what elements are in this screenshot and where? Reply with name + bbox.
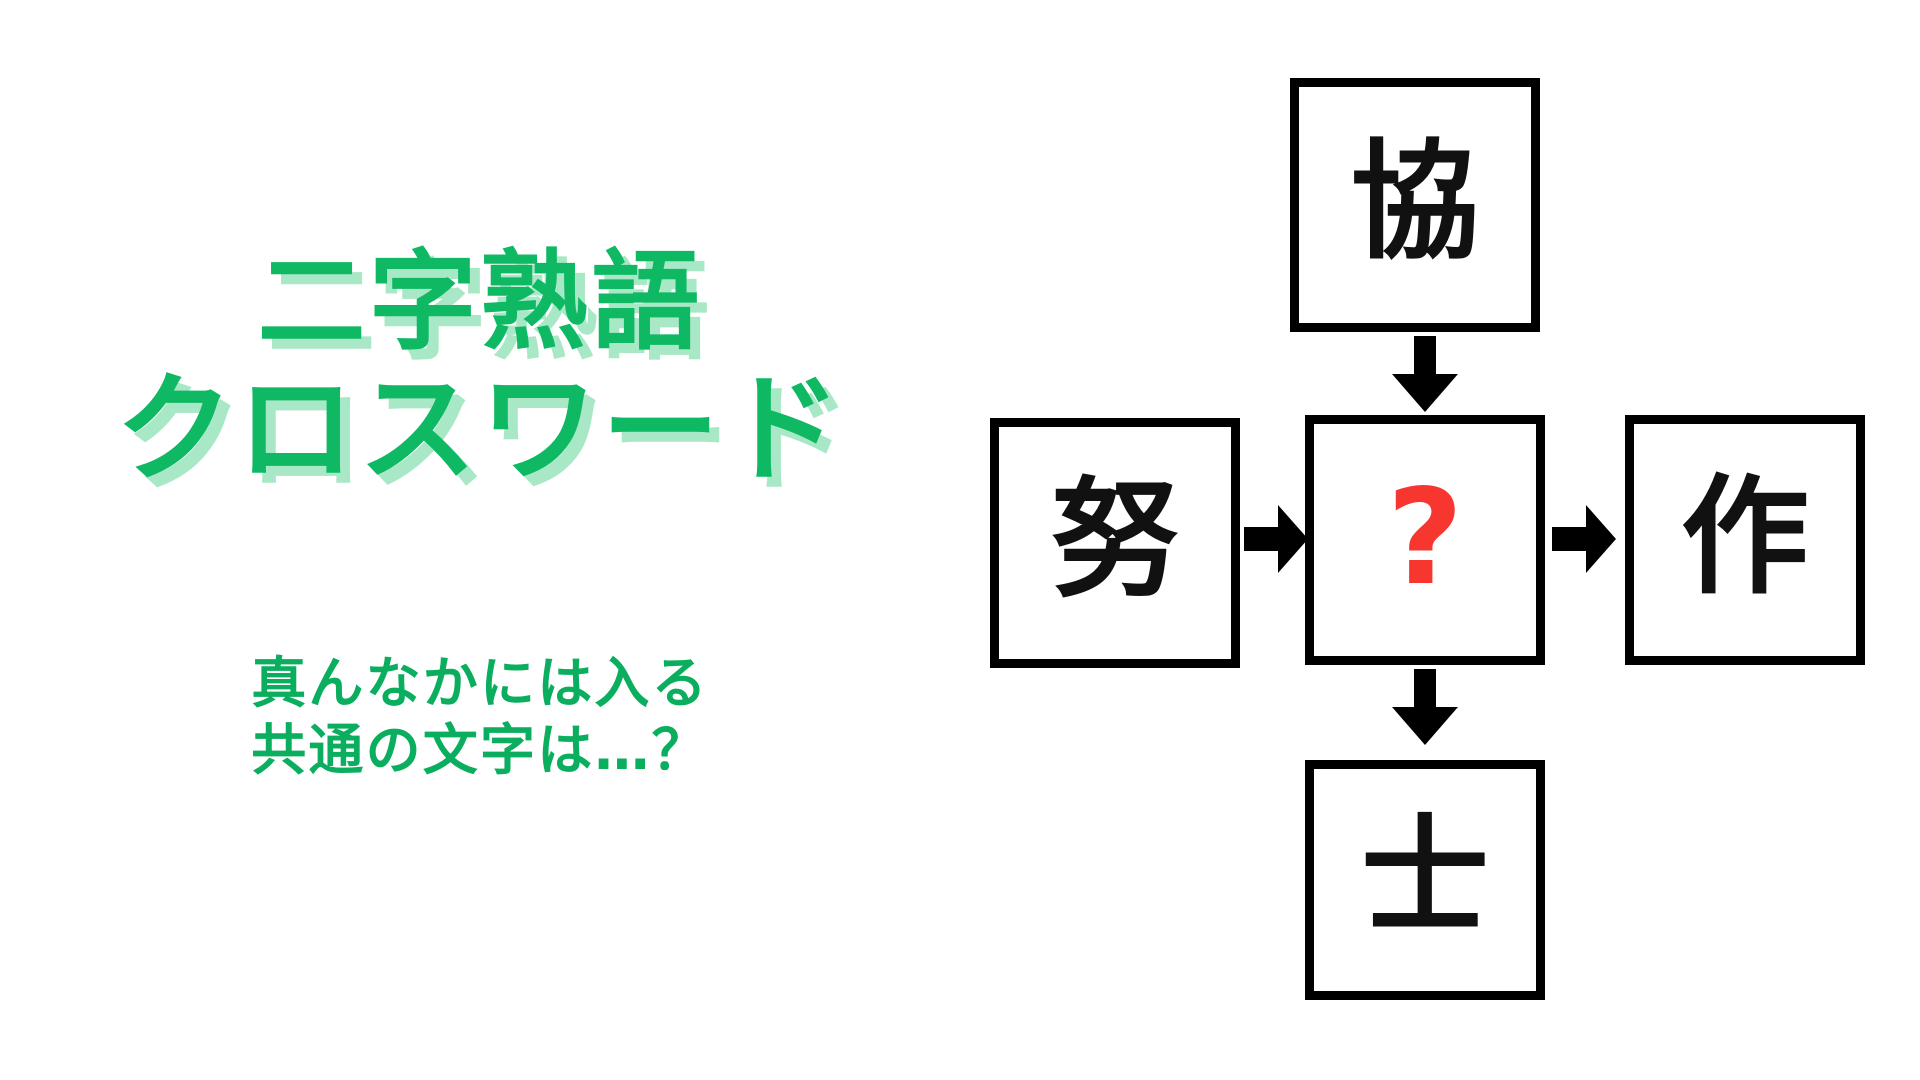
title-line-2: クロスワード [115, 359, 845, 498]
subtitle: 真んなかには入る 共通の文字は…？ [0, 650, 960, 784]
arrow-down-icon [1392, 336, 1458, 412]
puzzle-cell-left[interactable]: 努 [990, 418, 1240, 668]
arrow-right-icon [1244, 505, 1308, 573]
puzzle-cell-right[interactable]: 作 [1625, 415, 1865, 665]
crossword-grid: 協 努 ? 作 士 [960, 0, 1920, 1080]
puzzle-cell-center[interactable]: ? [1305, 415, 1545, 665]
arrow-right-icon [1552, 505, 1616, 573]
subtitle-line-1: 真んなかには入る [251, 651, 709, 715]
puzzle-cell-bottom-glyph: 士 [1360, 803, 1489, 952]
left-text-panel: 二字熟語 クロスワード 真んなかには入る 共通の文字は…？ [0, 240, 960, 784]
arrow-down-icon [1392, 669, 1458, 745]
page-title: 二字熟語 クロスワード [0, 240, 960, 498]
title-line-1: 二字熟語 [257, 240, 703, 365]
subtitle-line-2: 共通の文字は…？ [251, 718, 709, 783]
puzzle-cell-right-glyph: 作 [1680, 463, 1809, 612]
puzzle-cell-left-glyph: 努 [1050, 466, 1179, 615]
puzzle-cell-bottom[interactable]: 士 [1305, 760, 1545, 1000]
puzzle-cell-top[interactable]: 協 [1290, 78, 1540, 332]
puzzle-cell-top-glyph: 協 [1350, 128, 1479, 277]
puzzle-cell-center-unknown-glyph: ? [1386, 461, 1464, 615]
